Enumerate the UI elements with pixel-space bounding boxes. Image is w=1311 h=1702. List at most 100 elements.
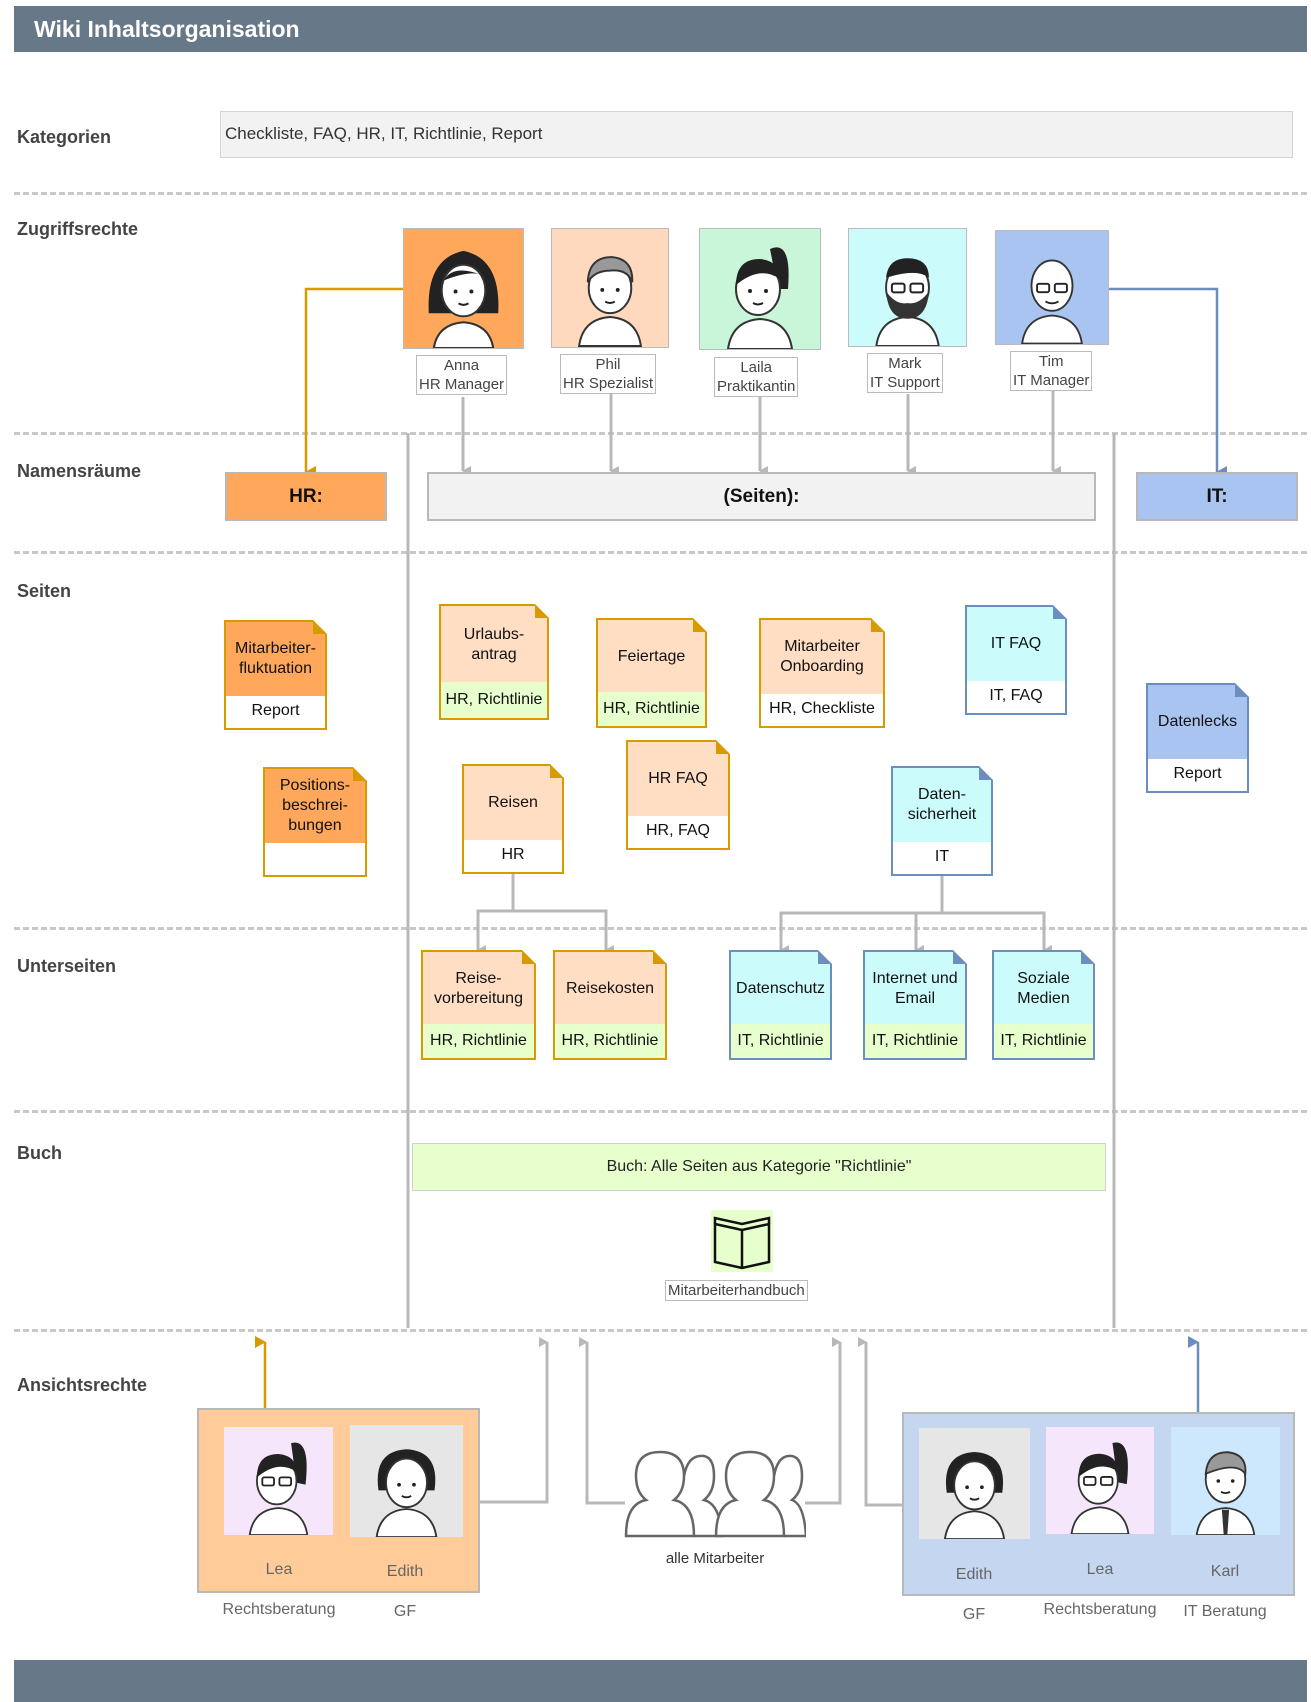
namespace-hr[interactable]: HR:: [225, 472, 387, 521]
row-separator: [14, 192, 1307, 195]
page-title: HR FAQ: [628, 742, 728, 816]
page-tags: [265, 841, 365, 875]
page-fold: [1053, 605, 1067, 619]
page-title: Feiertage: [598, 620, 705, 694]
viewer-name: Lea: [1086, 1561, 1114, 1578]
editor-name: Tim: [1039, 353, 1064, 370]
page-datenlecks[interactable]: Datenlecks Report: [1146, 683, 1249, 793]
page-feiertage[interactable]: Feiertage HR, Richtlinie: [596, 618, 707, 728]
page-fluktuation[interactable]: Mitarbeiter- fluktuation Report: [224, 620, 327, 730]
row-label-ansichtsrechte: Ansichtsrechte: [17, 1375, 148, 1395]
editor-caption-anna: Anna HR Manager: [416, 355, 508, 395]
book-name: Mitarbeiterhandbuch: [665, 1280, 808, 1301]
page-title: Datenlecks: [1148, 685, 1247, 759]
page-tags: Report: [1173, 765, 1222, 782]
page-fold: [522, 950, 536, 964]
viewer-name: Lea: [265, 1561, 293, 1578]
subpage-datenschutz[interactable]: Datenschutz IT, Richtlinie: [729, 950, 832, 1060]
page-hr-faq[interactable]: HR FAQ HR, FAQ: [626, 740, 730, 850]
page-onboarding[interactable]: Mitarbeiter Onboarding HR, Checkliste: [759, 618, 885, 728]
editor-caption-mark: Mark IT Support: [867, 353, 943, 393]
editor-role: IT Manager: [1013, 372, 1090, 389]
page-title: Reisen: [464, 766, 562, 840]
person-icon: [1195, 1451, 1256, 1535]
person-icon: [1021, 259, 1083, 344]
viewer-name: Edith: [386, 1563, 424, 1580]
page-fold: [353, 767, 367, 781]
row-label-buch: Buch: [17, 1143, 62, 1163]
viewer-role: GF: [393, 1603, 417, 1620]
row-separator: [14, 432, 1307, 435]
page-title: Urlaubs- antrag: [441, 606, 547, 684]
page-fold: [313, 620, 327, 634]
book-icon[interactable]: [711, 1210, 773, 1272]
page-title: Daten- sicherheit: [893, 768, 991, 842]
viewer-caption-edith: Edith GF: [360, 1542, 450, 1642]
editor-name: Laila: [740, 359, 773, 376]
viewer-role: Rechtsberatung: [222, 1601, 336, 1618]
page-reisen[interactable]: Reisen HR: [462, 764, 564, 874]
person-icon: [428, 250, 499, 348]
person-icon: [875, 258, 940, 346]
page-tags: IT: [934, 848, 950, 865]
page-fold: [1081, 950, 1095, 964]
page-urlaubsantrag[interactable]: Urlaubs- antrag HR, Richtlinie: [439, 604, 549, 720]
viewer-role: GF: [962, 1606, 986, 1623]
editor-role: HR Manager: [419, 376, 505, 393]
page-title: Soziale Medien: [994, 952, 1093, 1026]
person-icon: [943, 1452, 1006, 1539]
avatar-anna: [403, 228, 524, 349]
page-fold: [1235, 683, 1249, 697]
page-title: Internet und Email: [865, 952, 965, 1026]
page-fold: [818, 950, 832, 964]
page-tags: IT, Richtlinie: [865, 1024, 965, 1058]
avatar-karl: [1171, 1427, 1280, 1535]
page-title: Reisekosten: [555, 952, 665, 1026]
page-tags: HR: [501, 846, 525, 863]
page-title: IT FAQ: [967, 607, 1065, 681]
avatar-laila: [699, 228, 821, 350]
editor-name: Phil: [595, 356, 621, 373]
row-separator: [14, 1329, 1307, 1332]
person-icon: [726, 247, 794, 349]
page-it-faq[interactable]: IT FAQ IT, FAQ: [965, 605, 1067, 715]
viewer-name: Karl: [1210, 1563, 1240, 1580]
avatar-lea: [1046, 1427, 1154, 1534]
editor-role: IT Support: [870, 374, 940, 391]
viewer-role: IT Beratung: [1183, 1603, 1267, 1620]
editor-role: Praktikantin: [717, 378, 796, 395]
page-title: Reise- vorbereitung: [423, 952, 534, 1026]
page-title: Mitarbeiter Onboarding: [761, 620, 883, 694]
avatar-tim: [995, 230, 1109, 345]
page-positionsbeschreibungen[interactable]: Positions- beschrei- bungen: [263, 767, 367, 877]
editor-role: HR Spezialist: [563, 375, 654, 392]
page-tags: IT, FAQ: [989, 687, 1043, 704]
subpage-internet-email[interactable]: Internet und Email IT, Richtlinie: [863, 950, 967, 1060]
subpage-reisekosten[interactable]: Reisekosten HR, Richtlinie: [553, 950, 667, 1060]
row-label-namensraeume: Namensräume: [17, 461, 142, 481]
viewer-name: Edith: [955, 1566, 993, 1583]
namespace-seiten[interactable]: (Seiten):: [427, 472, 1096, 521]
page-tags: HR, FAQ: [645, 822, 710, 839]
page-title: Mitarbeiter- fluktuation: [226, 622, 325, 696]
page-fold: [953, 950, 967, 964]
subpage-reisevorbereitung[interactable]: Reise- vorbereitung HR, Richtlinie: [421, 950, 536, 1060]
page-title: Positions- beschrei- bungen: [265, 769, 365, 843]
page-tags: HR, Checkliste: [769, 700, 875, 717]
page-tags: IT, Richtlinie: [731, 1024, 830, 1058]
avatar-mark: [848, 228, 967, 347]
page-fold: [653, 950, 667, 964]
page-fold: [979, 766, 993, 780]
viewer-role: Rechtsberatung: [1043, 1601, 1157, 1618]
subpage-soziale-medien[interactable]: Soziale Medien IT, Richtlinie: [992, 950, 1095, 1060]
editor-caption-phil: Phil HR Spezialist: [560, 354, 657, 394]
all-staff-label: alle Mitarbeiter: [665, 1550, 765, 1567]
group-icon: [622, 1446, 808, 1538]
page-datensicherheit[interactable]: Daten- sicherheit IT: [891, 766, 993, 876]
editor-name: Mark: [888, 355, 922, 372]
page-tags: Report: [251, 702, 300, 719]
namespace-it[interactable]: IT:: [1136, 472, 1298, 521]
row-label-seiten: Seiten: [17, 581, 72, 601]
row-separator: [14, 927, 1307, 930]
